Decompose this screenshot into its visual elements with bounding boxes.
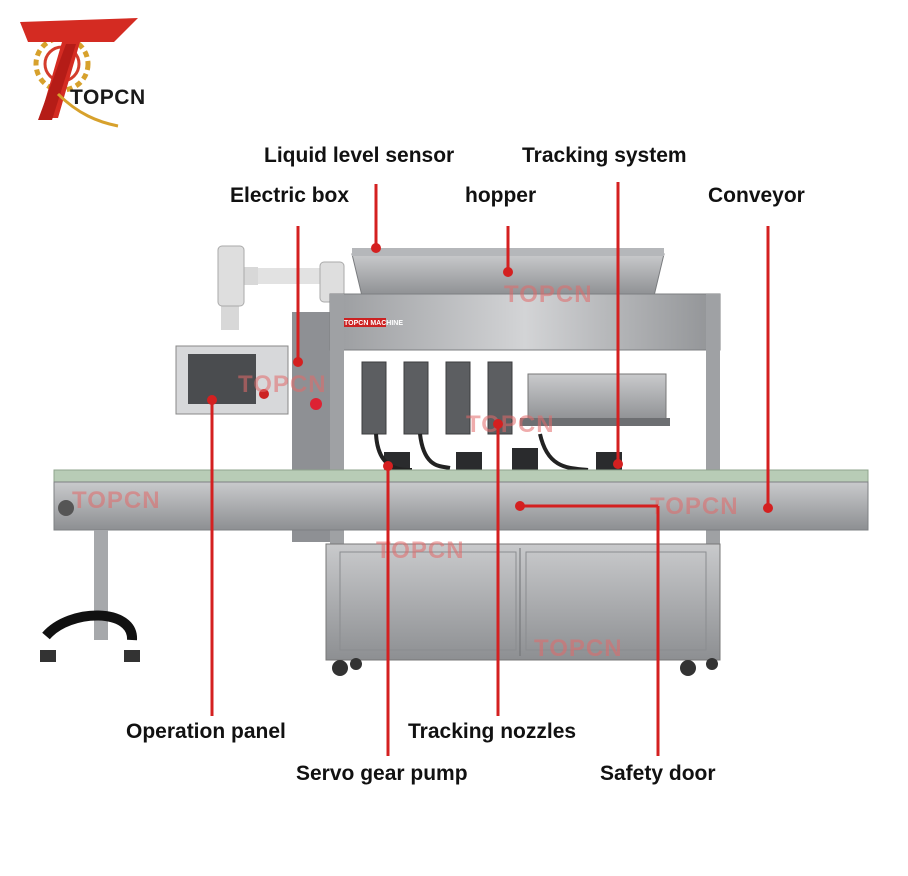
- watermark-text: TOPCN: [72, 487, 161, 514]
- machine-plate: TOPCN MACHINE: [344, 320, 403, 327]
- watermark-text: TOPCN: [466, 411, 555, 438]
- label-tracking-nozzles: Tracking nozzles: [408, 720, 577, 743]
- label-safety-door: Safety door: [600, 762, 716, 785]
- brand-text: TOPCN: [70, 86, 146, 109]
- label-liquid-level-sensor: Liquid level sensor: [264, 144, 455, 167]
- watermark-text: TOPCN: [534, 635, 623, 662]
- label-electric-box: Electric box: [230, 184, 350, 207]
- callout-dots: [207, 243, 773, 513]
- label-conveyor: Conveyor: [708, 184, 805, 207]
- logo-icon: [20, 18, 138, 128]
- label-operation-panel: Operation panel: [126, 720, 286, 743]
- watermark-group: TOPCN TOPCN TOPCN TOPCN TOPCN TOPCN TOPC…: [72, 281, 739, 662]
- watermark-text: TOPCN: [504, 281, 593, 308]
- watermark-text: TOPCN: [376, 537, 465, 564]
- callout-lines: [210, 182, 770, 756]
- watermark-text: TOPCN: [650, 493, 739, 520]
- watermark-text: TOPCN: [238, 371, 327, 398]
- label-hopper: hopper: [465, 184, 537, 207]
- label-servo-gear-pump: Servo gear pump: [296, 762, 468, 785]
- label-tracking-system: Tracking system: [522, 144, 687, 167]
